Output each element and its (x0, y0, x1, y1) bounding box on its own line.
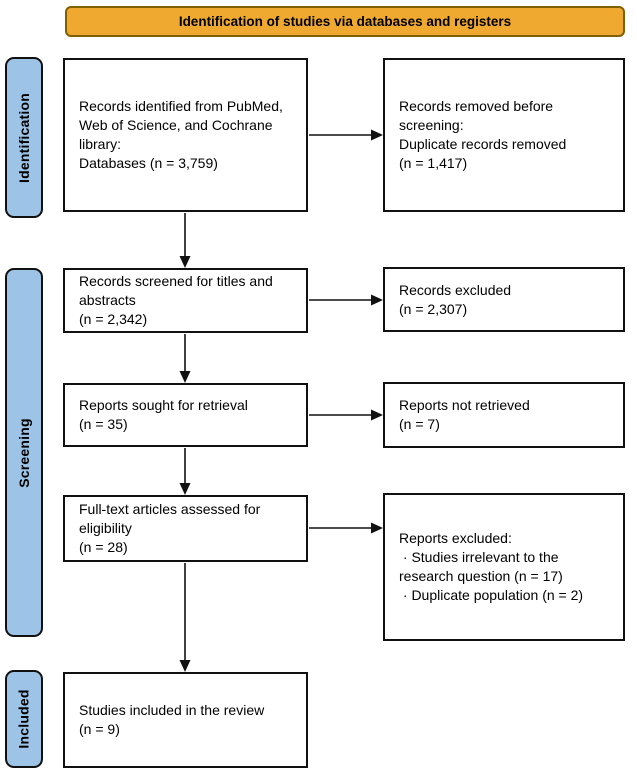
box-reports-not-retrieved: Reports not retrieved (n = 7) (383, 382, 625, 448)
stage-label-screening: Screening (5, 268, 43, 637)
box-fulltext-assessed: Full-text articles assessed for eligibil… (63, 495, 308, 562)
arrow-identified-to-removed (309, 129, 383, 141)
box-records-excluded: Records excluded (n = 2,307) (383, 267, 625, 332)
box-records-identified: Records identified from PubMed, Web of S… (63, 58, 308, 212)
stage-label-included-text: Included (16, 689, 33, 749)
arrow-screened-to-sought (179, 334, 191, 383)
box-reports-sought: Reports sought for retrieval (n = 35) (63, 383, 308, 447)
arrow-screened-to-excluded (309, 294, 383, 306)
box-reports-excluded: Reports excluded: · Studies irrelevant t… (383, 493, 625, 641)
box-records-removed: Records removed before screening: Duplic… (383, 58, 625, 212)
stage-label-identification: Identification (5, 57, 43, 218)
box-records-screened: Records screened for titles and abstract… (63, 268, 308, 333)
box-studies-included: Studies included in the review (n = 9) (63, 672, 308, 768)
arrow-fulltext-to-reports-excluded (309, 522, 383, 534)
stage-label-included: Included (5, 670, 43, 768)
arrow-fulltext-to-included (179, 563, 191, 672)
stage-label-screening-text: Screening (16, 417, 32, 488)
arrow-identified-to-screened (179, 213, 191, 268)
arrow-sought-to-not-retrieved (309, 409, 383, 421)
stage-label-identification-text: Identification (16, 92, 33, 183)
header-banner: Identification of studies via databases … (65, 6, 625, 37)
arrow-sought-to-fulltext (179, 448, 191, 495)
